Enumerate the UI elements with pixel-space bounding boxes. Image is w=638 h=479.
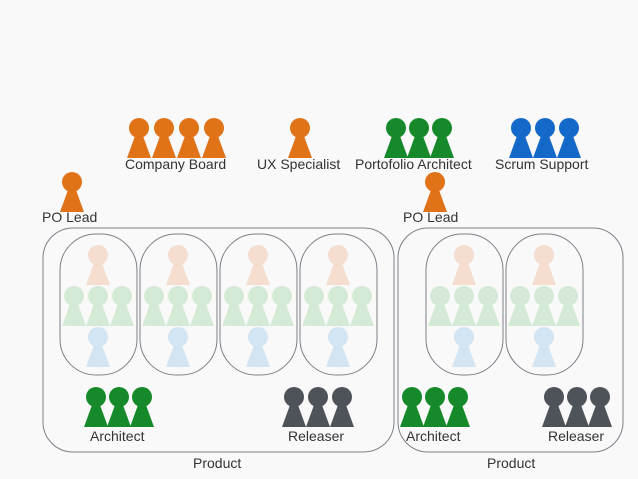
scrum-support-person-icon [509,118,533,158]
portfolio-architect-label: Portofolio Architect [355,156,472,172]
releaser-label-2: Releaser [548,428,605,444]
po-lead-label-1: PO Lead [42,209,98,225]
architect-label-1: Architect [90,428,145,444]
team-product-owner-icon [532,245,556,285]
architect-person-icon [400,387,424,427]
architect-person-icon [84,387,108,427]
portfolio-architect-person-icon [430,118,454,158]
ux-specialist-person-icon [288,118,312,158]
team-pod-3 [219,233,298,376]
team-developer-icon [246,286,270,326]
team-developer-icon [166,286,190,326]
team-developer-icon [270,286,294,326]
ux-specialist-label: UX Specialist [257,156,341,172]
architect-label-2: Architect [406,428,461,444]
team-pod-6 [505,233,584,376]
team-product-owner-icon [86,245,110,285]
scrum-support-person-icon [557,118,581,158]
company-board-person-icon [202,118,226,158]
releaser-person-icon [306,387,330,427]
team-developer-icon [508,286,532,326]
releaser-person-icon [282,387,306,427]
team-developer-icon [326,286,350,326]
portfolio-architect-person-icon [407,118,431,158]
team-scrum-master-icon [452,327,476,367]
team-product-owner-icon [246,245,270,285]
team-developer-icon [476,286,500,326]
product-label-2: Product [487,455,536,471]
architect-person-icon [130,387,154,427]
architect-person-icon [107,387,131,427]
team-scrum-master-icon [86,327,110,367]
team-scrum-master-icon [532,327,556,367]
product-container-2 [397,227,624,453]
team-developer-icon [556,286,580,326]
releaser-person-icon [565,387,589,427]
portfolio-architect-person-icon [384,118,408,158]
architect-person-icon [423,387,447,427]
product-label-1: Product [193,455,242,471]
team-developer-icon [142,286,166,326]
releaser-person-icon [588,387,612,427]
team-developer-icon [62,286,86,326]
team-product-owner-icon [326,245,350,285]
scrum-support-label: Scrum Support [495,156,589,172]
team-developer-icon [428,286,452,326]
team-developer-icon [302,286,326,326]
releaser-person-icon [542,387,566,427]
team-developer-icon [452,286,476,326]
architect-person-icon [446,387,470,427]
team-product-owner-icon [452,245,476,285]
team-developer-icon [350,286,374,326]
team-scrum-master-icon [246,327,270,367]
company-board-person-icon [177,118,201,158]
po-lead-label-2: PO Lead [403,209,459,225]
team-pod-5 [425,233,504,376]
po-lead-person-icon [60,172,84,212]
team-developer-icon [532,286,556,326]
team-pod-4 [299,233,378,376]
scrum-support-person-icon [533,118,557,158]
company-board-person-icon [127,118,151,158]
company-board-person-icon [152,118,176,158]
team-developer-icon [222,286,246,326]
team-pod-1 [59,233,138,376]
product-container-1 [42,227,395,453]
team-developer-icon [190,286,214,326]
team-developer-icon [110,286,134,326]
team-scrum-master-icon [326,327,350,367]
team-scrum-master-icon [166,327,190,367]
team-product-owner-icon [166,245,190,285]
team-pod-2 [139,233,218,376]
releaser-person-icon [330,387,354,427]
team-developer-icon [86,286,110,326]
company-board-label: Company Board [125,156,227,172]
releaser-label-1: Releaser [288,428,345,444]
po-lead-person-icon [423,172,447,212]
